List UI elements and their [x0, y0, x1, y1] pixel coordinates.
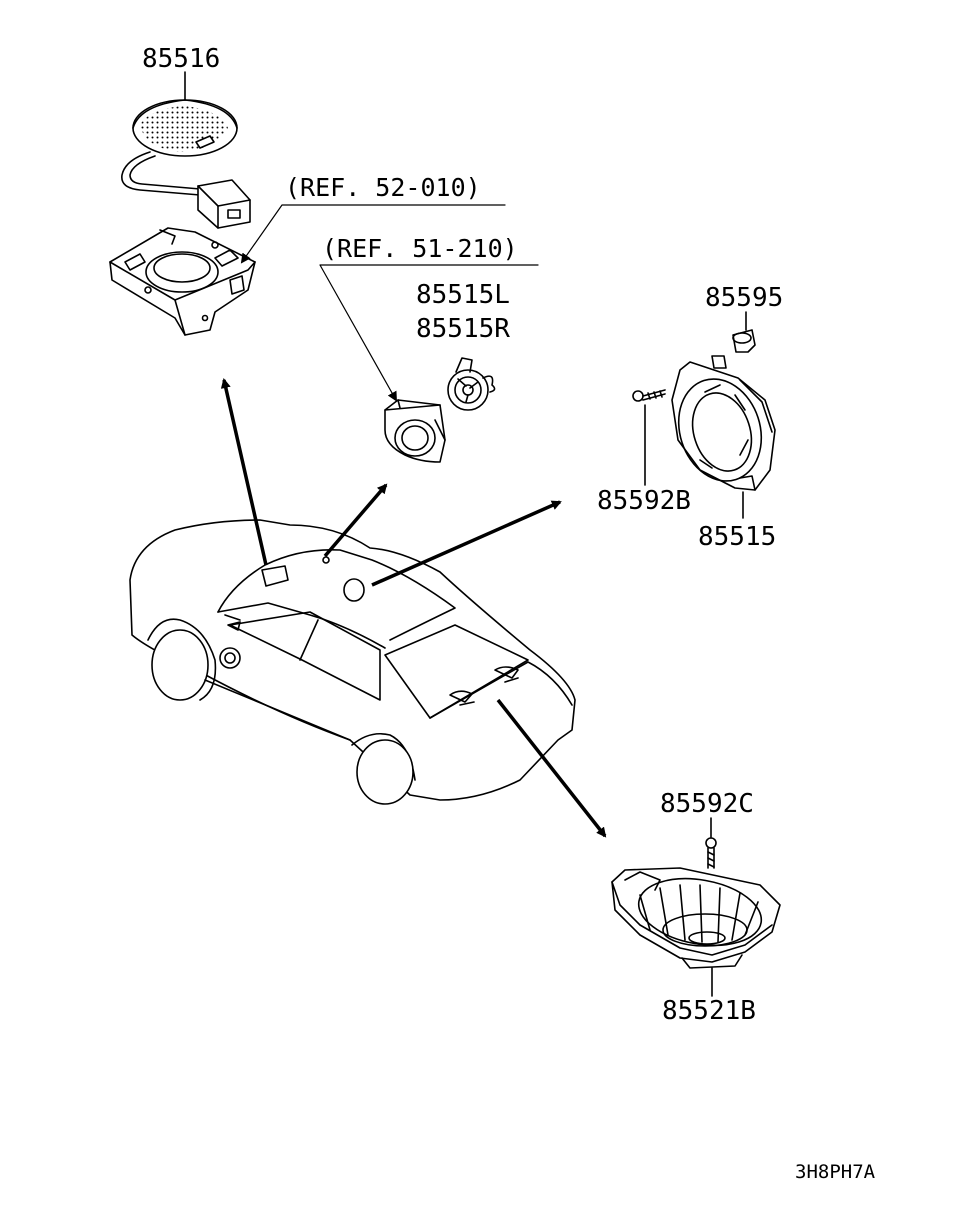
label-85592c: 85592C	[660, 789, 754, 819]
diagram-code: 3H8PH7A	[795, 1161, 876, 1183]
ref-51-210-leader	[319, 264, 539, 402]
arrow-to-tweeter-housing	[323, 483, 388, 558]
arrow-to-rear-speaker	[496, 698, 607, 838]
screw-85592c	[705, 817, 717, 869]
arrow-to-door-speaker	[371, 500, 562, 587]
clip-85595	[732, 311, 756, 353]
dome-speaker-85516	[121, 71, 251, 229]
label-ref-52-010: (REF. 52-010)	[285, 173, 481, 202]
speaker-bracket	[109, 227, 256, 336]
label-85515r: 85515R	[416, 314, 510, 344]
label-85592b: 85592B	[597, 486, 691, 516]
car-outline	[129, 519, 576, 805]
label-ref-51-210: (REF. 51-210)	[322, 234, 518, 263]
tweeter-housing	[384, 399, 446, 463]
rear-speaker-85521b	[611, 867, 781, 997]
label-85515l: 85515L	[416, 280, 510, 310]
screw-85592b	[632, 389, 666, 486]
label-85595: 85595	[705, 283, 784, 313]
arrow-to-dome	[220, 378, 268, 566]
label-85516: 85516	[142, 44, 221, 74]
label-85521b: 85521B	[662, 996, 756, 1026]
tweeter-85515lr	[447, 357, 496, 411]
ref-52-010-leader	[240, 204, 506, 264]
label-85515: 85515	[698, 522, 777, 552]
speaker-adapter-85515	[671, 355, 776, 519]
